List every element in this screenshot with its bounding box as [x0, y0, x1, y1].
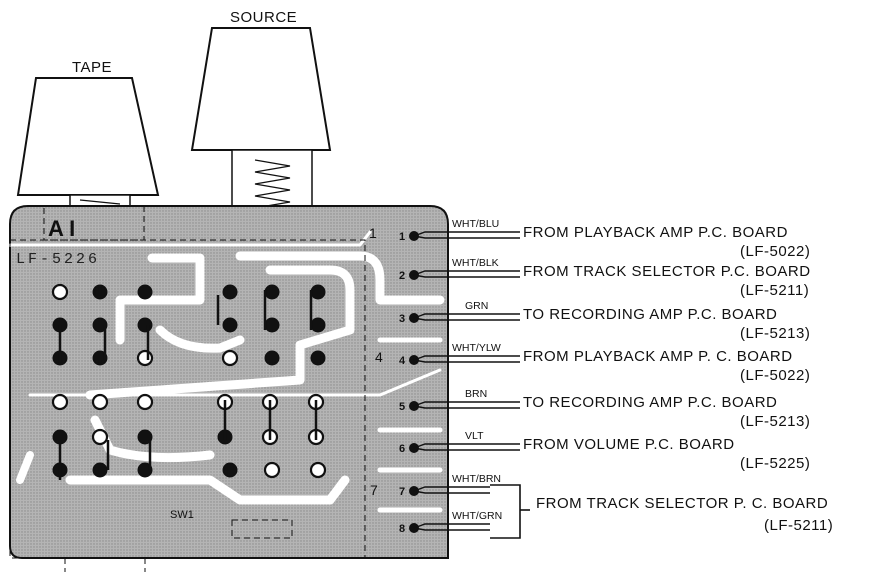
terminal-board-ref: (LF-5225) — [740, 455, 810, 472]
switch-pad — [264, 350, 280, 366]
terminal-number: 5 — [399, 401, 405, 413]
switch-label: SW1 — [170, 509, 194, 521]
wire-color-label: WHT/GRN — [452, 510, 502, 522]
terminal-number: 8 — [399, 523, 405, 535]
terminal-wire — [413, 401, 520, 407]
terminal-board-ref: (LF-5211) — [740, 282, 809, 299]
terminal-wire — [413, 274, 520, 278]
switch-pads — [51, 283, 327, 479]
wire-color-label: WHT/BLU — [452, 218, 499, 230]
group-78: FROM TRACK SELECTOR P. C. BOARD (LF-5211… — [490, 484, 833, 539]
terminal-destination: TO RECORDING AMP P.C. BOARD — [523, 306, 777, 323]
switch-pad — [137, 284, 153, 300]
switch-pad — [91, 428, 109, 446]
group-78-ref: (LF-5211) — [764, 517, 833, 534]
terminal-number: 1 — [399, 231, 405, 243]
terminal-number: 2 — [399, 270, 405, 282]
terminal-number: 4 — [399, 355, 406, 367]
terminal-board-ref: (LF-5022) — [740, 367, 810, 384]
pad-tag-1: 1 — [369, 225, 377, 241]
terminal-wire — [413, 405, 520, 409]
switch-pad — [92, 462, 108, 478]
terminal-destination: FROM PLAYBACK AMP P.C. BOARD — [523, 224, 788, 241]
terminal-board-ref: (LF-5213) — [740, 413, 810, 430]
terminal-number: 3 — [399, 313, 405, 325]
wire-color-label: WHT/BRN — [452, 473, 501, 485]
tape-label: TAPE — [72, 59, 112, 76]
terminal-wire — [413, 523, 490, 529]
switch-pad — [92, 350, 108, 366]
terminal-wire — [413, 317, 520, 321]
pad-tag-4: 4 — [375, 349, 383, 365]
switch-pad — [137, 429, 153, 445]
pad-tag-7: 7 — [370, 482, 378, 498]
wire-color-label: VLT — [465, 430, 484, 442]
switch-pad — [310, 350, 326, 366]
switch-pad — [309, 461, 327, 479]
switch-pad — [222, 284, 238, 300]
terminal-wire — [413, 270, 520, 276]
switch-pad — [310, 317, 326, 333]
terminal-4: 4 WHT/YLW FROM PLAYBACK AMP P. C. BOARD (LF… — [399, 342, 810, 384]
switch-pad — [264, 317, 280, 333]
switch-pad — [136, 349, 154, 367]
terminal-5: 5 BRN TO RECORDING AMP P.C. BOARD (LF-5213) — [399, 388, 810, 430]
wire-color-label: BRN — [465, 388, 487, 400]
wire-color-label: WHT/YLW — [452, 342, 501, 354]
switch-pad — [51, 283, 69, 301]
terminal-wire — [413, 486, 490, 492]
terminal-1: 1 WHT/BLU FROM PLAYBACK AMP P.C. BOARD (LF-… — [399, 218, 810, 260]
terminal-wire — [413, 447, 520, 451]
board-gaps — [8, 230, 445, 513]
jumper-wires — [58, 290, 318, 480]
pc-board: LF-5226 A I SW1 1 4 7 — [8, 205, 449, 572]
terminal-list: 1 WHT/BLU FROM PLAYBACK AMP P.C. BOARD (LF-… — [399, 218, 811, 535]
terminal-8: 8 WHT/GRN — [399, 510, 502, 535]
terminal-number: 7 — [399, 486, 405, 498]
terminal-wire — [413, 235, 520, 239]
terminal-3: 3 GRN TO RECORDING AMP P.C. BOARD (LF-5213) — [399, 300, 810, 342]
switch-pad — [137, 462, 153, 478]
group-78-desc: FROM TRACK SELECTOR P. C. BOARD — [536, 495, 828, 512]
terminal-number: 6 — [399, 443, 405, 455]
terminal-destination: TO RECORDING AMP P.C. BOARD — [523, 394, 777, 411]
wire-color-label: WHT/BLK — [452, 257, 499, 269]
terminal-destination: FROM VOLUME P.C. BOARD — [523, 436, 735, 453]
switch-pad — [92, 317, 108, 333]
wire-color-label: GRN — [465, 300, 488, 312]
terminal-board-ref: (LF-5022) — [740, 243, 810, 260]
terminal-wire — [413, 231, 520, 237]
terminal-board-ref: (LF-5213) — [740, 325, 810, 342]
source-label: SOURCE — [230, 9, 297, 26]
board-id: LF-5226 — [16, 251, 100, 268]
switch-pad — [263, 461, 281, 479]
terminal-7: 7 WHT/BRN — [399, 473, 501, 498]
switch-pad — [137, 317, 153, 333]
switch-pad — [51, 393, 69, 411]
terminal-wire — [413, 443, 520, 449]
terminal-wire — [413, 527, 490, 531]
switch-pad — [264, 284, 280, 300]
switch-pad — [92, 284, 108, 300]
dashed-outline — [9, 205, 366, 572]
terminal-destination: FROM TRACK SELECTOR P.C. BOARD — [523, 263, 811, 280]
terminal-wire — [413, 490, 490, 494]
switch-pad — [136, 393, 154, 411]
terminal-wire — [413, 313, 520, 319]
board-logo: A I — [48, 216, 75, 241]
switch-pad — [221, 349, 239, 367]
terminal-6: 6 VLT FROM VOLUME P.C. BOARD (LF-5225) — [399, 430, 810, 472]
source-knob: SOURCE — [190, 9, 332, 233]
terminal-wire — [413, 355, 520, 361]
switch-pad — [222, 317, 238, 333]
terminal-destination: FROM PLAYBACK AMP P. C. BOARD — [523, 348, 793, 365]
terminal-2: 2 WHT/BLK FROM TRACK SELECTOR P.C. BOARD (L… — [399, 257, 811, 299]
switch-pad — [310, 284, 326, 300]
switch-pad — [91, 393, 109, 411]
switch-pad — [222, 462, 238, 478]
terminal-wire — [413, 359, 520, 363]
